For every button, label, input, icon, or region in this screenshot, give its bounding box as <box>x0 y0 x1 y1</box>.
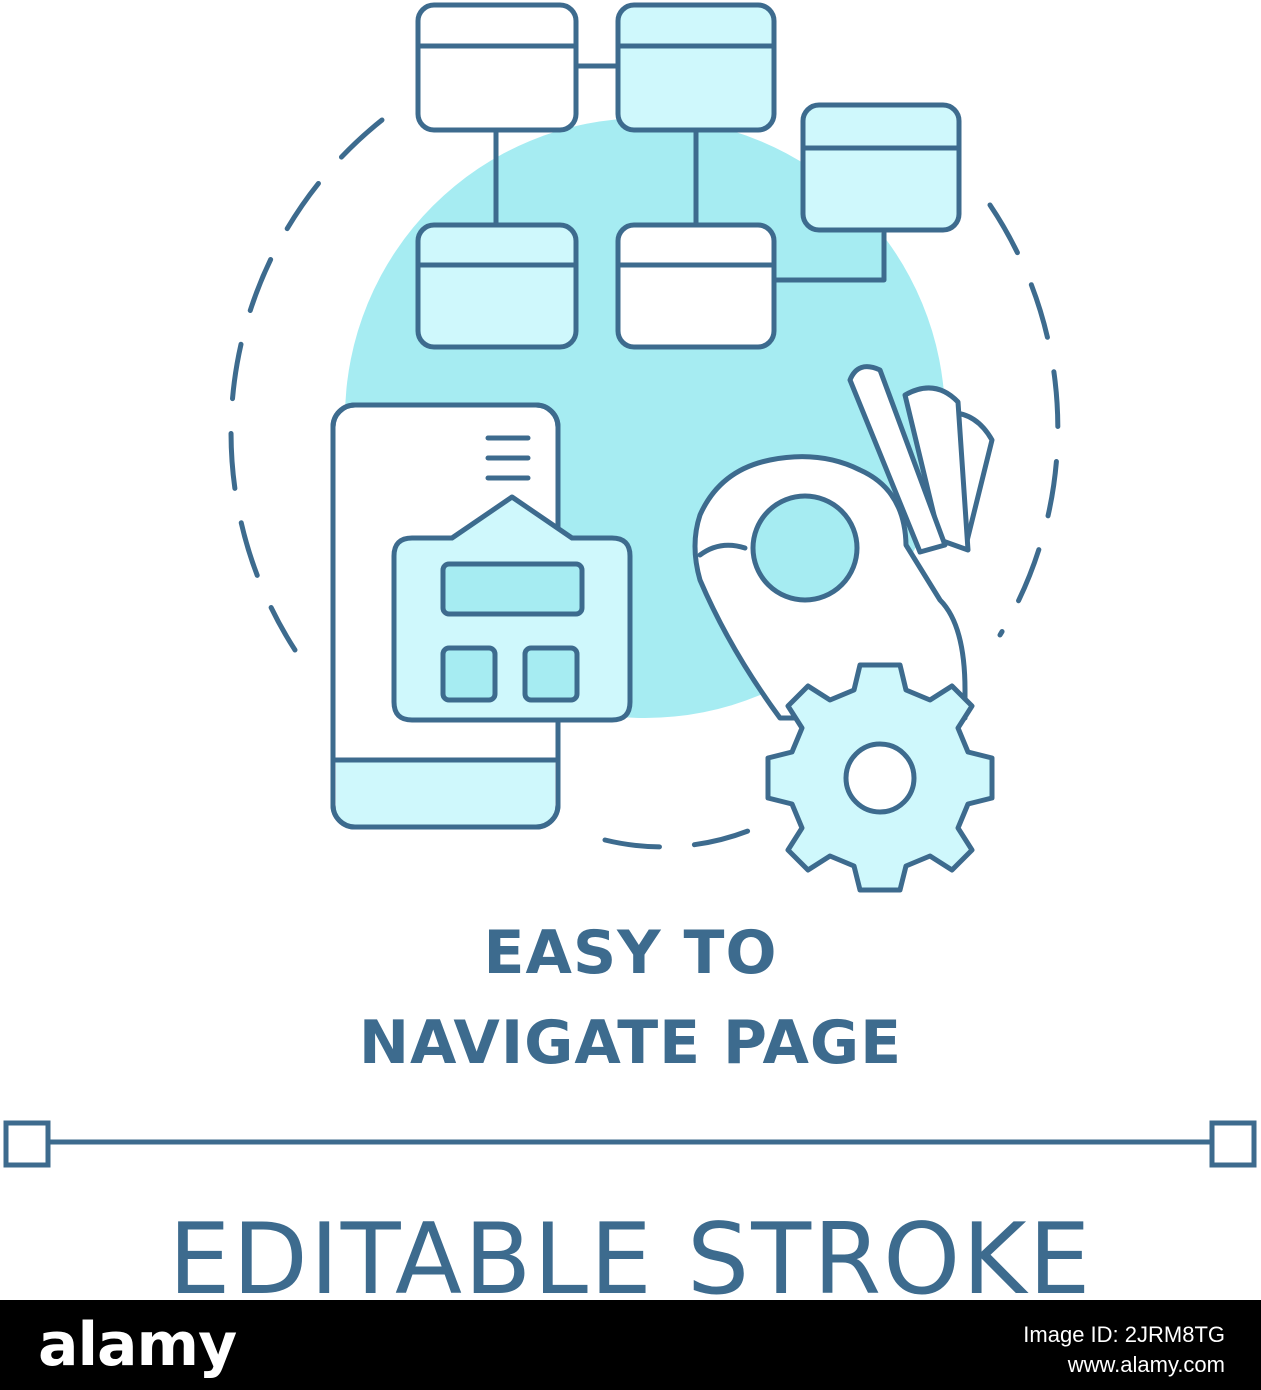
ok-hand-icon <box>692 364 995 721</box>
title-line-2: NAVIGATE PAGE <box>358 1008 903 1078</box>
editable-stroke-label: EDITABLE STROKE <box>168 1203 1093 1300</box>
watermark-bar: alamy Image ID: 2JRM8TG www.alamy.com <box>0 1300 1261 1390</box>
watermark-logo: alamy <box>38 1310 237 1380</box>
title-line-1: EASY TO <box>483 918 778 988</box>
sitemap-node <box>615 2 777 133</box>
sitemap-node <box>415 2 579 133</box>
sitemap-node <box>800 102 962 233</box>
divider-handle-right <box>1209 1120 1257 1168</box>
dashed-ring <box>228 117 1061 850</box>
watermark-image-id: Image ID: 2JRM8TG <box>1023 1322 1225 1347</box>
sitemap-node <box>615 222 777 350</box>
sitemap-node <box>415 222 579 350</box>
smartphone-icon <box>330 402 633 830</box>
watermark-site: www.alamy.com <box>1067 1352 1225 1377</box>
divider-handle-left <box>3 1120 51 1168</box>
gear-icon <box>765 662 995 893</box>
easy-navigation-illustration <box>228 2 1061 893</box>
editable-stroke-divider <box>3 1120 1257 1168</box>
sitemap-icon <box>415 2 962 350</box>
